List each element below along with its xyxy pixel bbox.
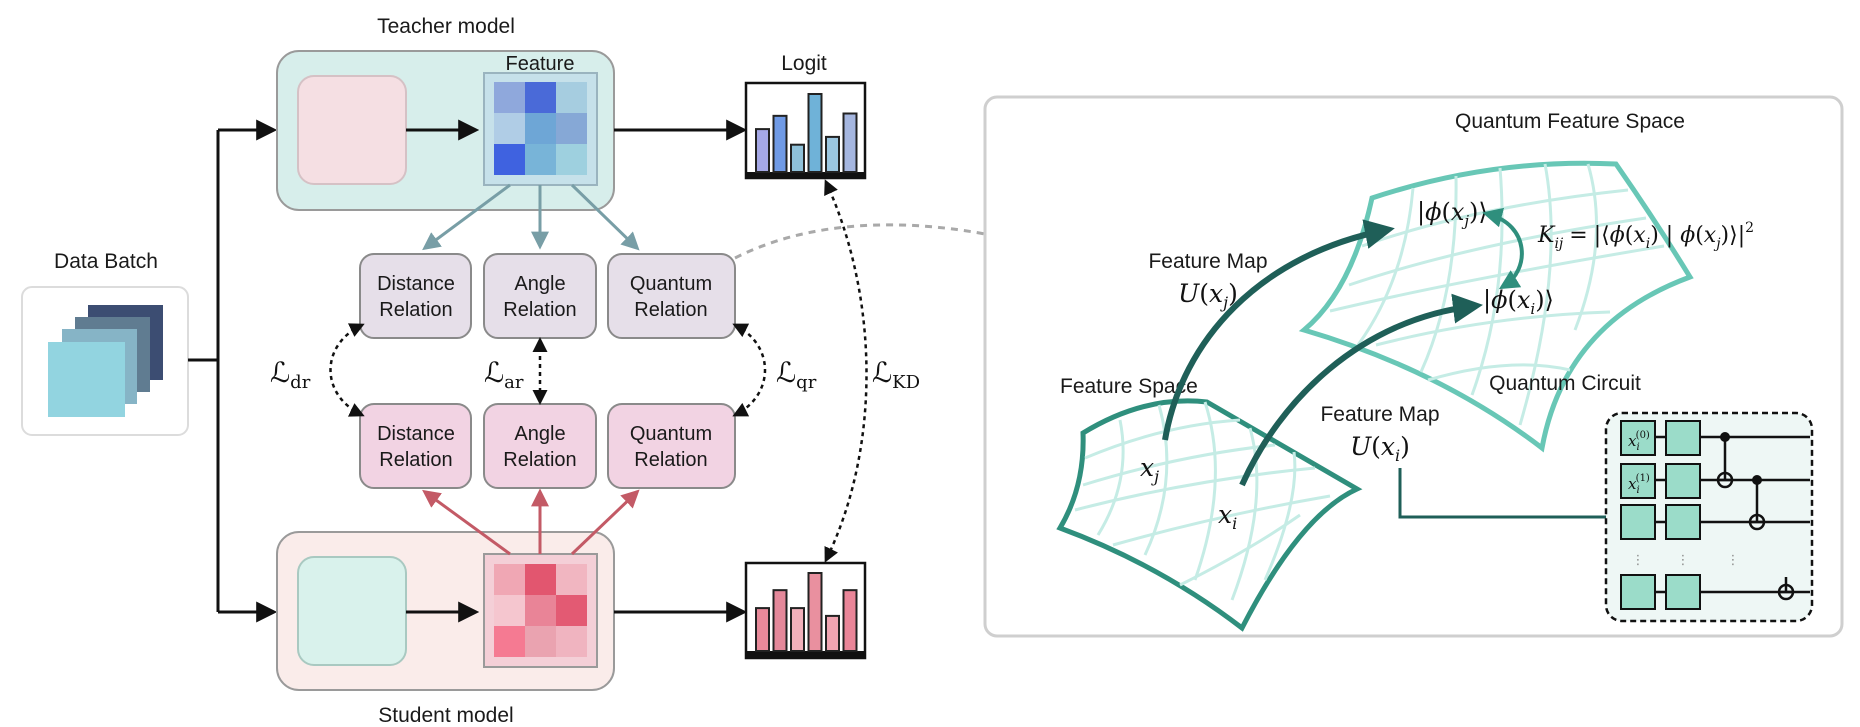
feature-cell [494, 595, 525, 626]
feature-cell [494, 144, 525, 175]
data-batch-label: Data Batch [54, 250, 158, 273]
svg-text:ℒdr: ℒdr [270, 356, 311, 393]
student-model-label: Student model [378, 704, 513, 727]
svg-text:Relation: Relation [634, 449, 707, 471]
svg-text:⋮: ⋮ [1727, 552, 1740, 567]
student-angle-relation: Angle Relation [483, 403, 597, 489]
student-distance-relation: Distance Relation [359, 403, 472, 489]
svg-text:⋮: ⋮ [1632, 552, 1645, 567]
svg-text:Relation: Relation [503, 299, 576, 321]
svg-text:Distance: Distance [377, 273, 455, 295]
feature-cell [525, 144, 556, 175]
svg-text:Distance: Distance [377, 423, 455, 445]
logit-bar [772, 114, 788, 173]
feature-cell [556, 82, 587, 113]
zoom-connector [734, 223, 986, 260]
quantum-circuit: xi(0) xi(1) ⋮ ⋮ ⋮ [1604, 411, 1814, 623]
logit-bar [807, 93, 823, 173]
feature-map-arrow-j [1162, 219, 1395, 441]
feature-map-label-j: Feature Map [1148, 250, 1267, 273]
student-quantum-relation: Quantum Relation [607, 403, 736, 489]
svg-text:Angle: Angle [514, 273, 565, 295]
feature-cell [494, 82, 525, 113]
loss-qr-label: ℒqr [776, 356, 817, 393]
svg-text:xi(1): xi(1) [1628, 473, 1650, 496]
svg-text:Relation: Relation [503, 449, 576, 471]
logit-bar [842, 589, 858, 652]
teacher-logit-chart [744, 81, 867, 180]
student-logit-chart [744, 561, 867, 660]
feature-cell [556, 113, 587, 144]
teacher-feature-grid [494, 82, 587, 175]
quantum-feature-space-label: Quantum Feature Space [1455, 110, 1685, 133]
svg-text:Quantum: Quantum [630, 273, 712, 295]
phi-xi-label: |ϕ(xi)⟩ [1483, 286, 1554, 318]
svg-text:ℒKD: ℒKD [872, 356, 920, 393]
teacher-distance-relation: Distance Relation [359, 253, 472, 339]
logit-bar [755, 607, 770, 652]
teacher-angle-relation: Angle Relation [483, 253, 597, 339]
feature-cell [494, 113, 525, 144]
svg-text:ℒqr: ℒqr [776, 356, 817, 393]
feature-cell [525, 595, 556, 626]
feature-cell [494, 564, 525, 595]
svg-text:xi(0): xi(0) [1628, 430, 1650, 453]
u-xj-label: U(xj) [1178, 279, 1238, 312]
feature-map-label-i: Feature Map [1320, 403, 1439, 426]
feature-map-arrow-i [1239, 293, 1483, 487]
batch-branch-arrows [188, 119, 278, 623]
logit-bar [807, 572, 823, 652]
logit-bar [755, 128, 770, 174]
feature-cell [556, 144, 587, 175]
teacher-relation-arrows [422, 183, 640, 251]
logit-bar [825, 614, 840, 653]
kernel-arrow [1482, 207, 1524, 290]
feature-cell [525, 626, 556, 657]
quantum-circuit-label: Quantum Circuit [1489, 372, 1641, 395]
svg-text:Relation: Relation [379, 299, 452, 321]
xj-label: xj [1140, 453, 1159, 486]
student-relation-arrows [422, 488, 640, 556]
teacher-model-label: Teacher model [377, 15, 515, 38]
svg-text:ℒar: ℒar [484, 356, 524, 393]
svg-text:Angle: Angle [514, 423, 565, 445]
feature-space-surface [1056, 398, 1363, 632]
circuit-link [1398, 468, 1608, 519]
teacher-backbone [297, 75, 407, 185]
feature-cell [556, 626, 587, 657]
logit-bar [842, 112, 858, 173]
feature-cell [556, 564, 587, 595]
feature-space-label: Feature Space [1060, 375, 1198, 398]
data-batch [21, 286, 189, 436]
svg-text:⋮: ⋮ [1677, 552, 1690, 567]
student-feature-grid [494, 564, 587, 657]
feature-cell [525, 113, 556, 144]
logit-bar [825, 135, 840, 173]
feature-cell [525, 82, 556, 113]
loss-ar-label: ℒar [484, 356, 524, 393]
feature-label: Feature [506, 53, 575, 75]
logit-label: Logit [781, 52, 827, 75]
xi-label: xi [1218, 500, 1237, 533]
kernel-formula: Kij=|⟨ϕ(xi) | ϕ(xj)⟩|2 [1537, 220, 1754, 252]
logit-bar [790, 143, 805, 173]
phi-xj-label: |ϕ(xj)⟩ [1417, 198, 1488, 230]
loss-kd-label: ℒKD [872, 356, 920, 393]
feature-cell [556, 595, 587, 626]
student-backbone [297, 556, 407, 666]
logit-bar [772, 589, 788, 652]
quantum-feature-surface [1298, 160, 1694, 453]
teacher-quantum-relation: Quantum Relation [607, 253, 736, 339]
loss-arrows [329, 179, 868, 563]
svg-text:Quantum: Quantum [630, 423, 712, 445]
batch-layer-1 [48, 342, 125, 417]
u-xi-label: U(xi) [1350, 432, 1410, 465]
feature-cell [494, 626, 525, 657]
logit-bar [790, 607, 805, 652]
loss-dr-label: ℒdr [270, 356, 311, 393]
svg-text:Relation: Relation [634, 299, 707, 321]
feature-cell [525, 564, 556, 595]
svg-text:Relation: Relation [379, 449, 452, 471]
